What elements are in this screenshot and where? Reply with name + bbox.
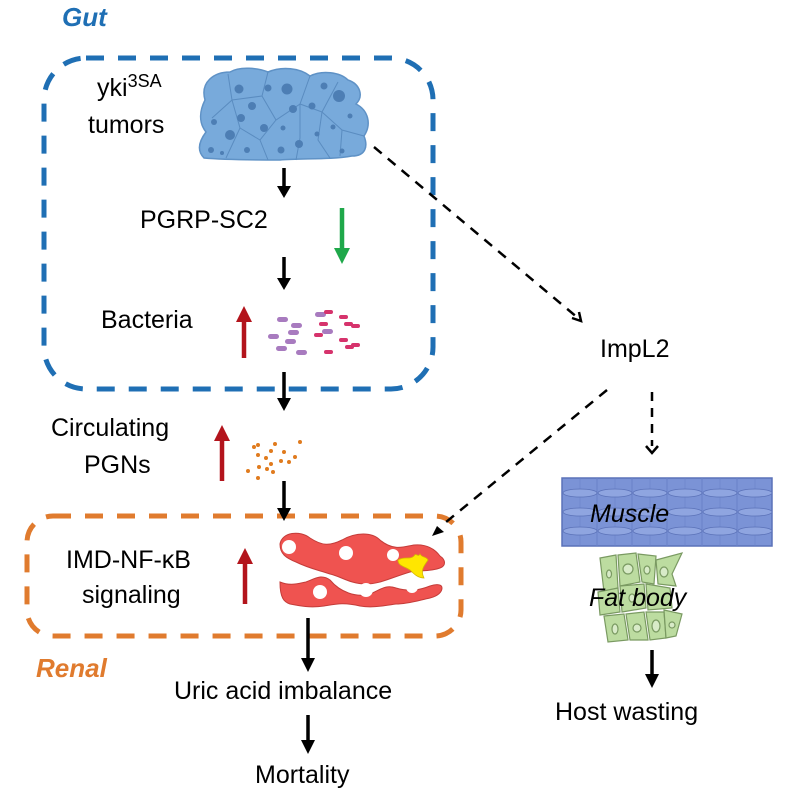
signaling-label: signaling <box>82 581 181 609</box>
mortality-label: Mortality <box>255 761 350 789</box>
fat-body-label: Fat body <box>589 584 687 612</box>
arrow-impl2-to-renal <box>432 389 608 536</box>
arrow-fatbody-to-host-wasting <box>645 650 659 688</box>
arrow-pgrp-to-bacteria <box>277 257 291 290</box>
circulating-label: Circulating <box>51 414 170 442</box>
pgns-increase-arrow-icon <box>214 425 230 481</box>
bacteria-increase-arrow-icon <box>236 306 252 358</box>
pgns-label: PGNs <box>84 451 151 479</box>
pgrp-decrease-arrow-icon <box>334 208 350 264</box>
pgrp-sc2-label: PGRP-SC2 <box>140 206 268 234</box>
renal-region-border <box>24 513 464 639</box>
tumor-cells-icon <box>198 67 369 161</box>
arrow-tumors-to-pgrp <box>277 168 291 198</box>
host-wasting-label: Host wasting <box>555 698 699 726</box>
imd-nfkb-label: IMD-NF-κB <box>66 546 191 574</box>
arrow-bacteria-to-pgns <box>277 372 291 411</box>
pgn-particles-icon <box>246 440 302 480</box>
renal-tubule-cells-icon <box>279 532 445 608</box>
muscle-tissue-icon <box>561 477 773 547</box>
imd-increase-arrow-icon <box>237 548 253 604</box>
yki-gene-label: yki <box>97 74 128 102</box>
muscle-label: Muscle <box>590 500 670 528</box>
uric-acid-imbalance-label: Uric acid imbalance <box>174 677 393 705</box>
gut-region-title: Gut <box>62 2 107 32</box>
tumors-label: tumors <box>88 111 165 139</box>
arrow-imd-to-uric <box>301 618 315 672</box>
bacteria-icon <box>268 310 360 355</box>
arrow-impl2-to-muscle <box>645 392 659 455</box>
bacteria-label: Bacteria <box>101 306 193 334</box>
fat-body-cells-icon <box>597 552 684 643</box>
arrow-uric-to-mortality <box>301 715 315 754</box>
renal-region-title: Renal <box>36 653 107 683</box>
gut-region-border <box>41 55 436 392</box>
renal-highlight-cell <box>397 553 429 579</box>
arrow-pgns-to-imd <box>277 481 291 521</box>
yki-allele-superscript: 3SA <box>127 71 162 91</box>
yki-tumors-label: yki3SA <box>97 72 162 102</box>
impl2-label: ImpL2 <box>600 335 670 363</box>
arrow-tumors-to-impl2 <box>373 146 583 323</box>
